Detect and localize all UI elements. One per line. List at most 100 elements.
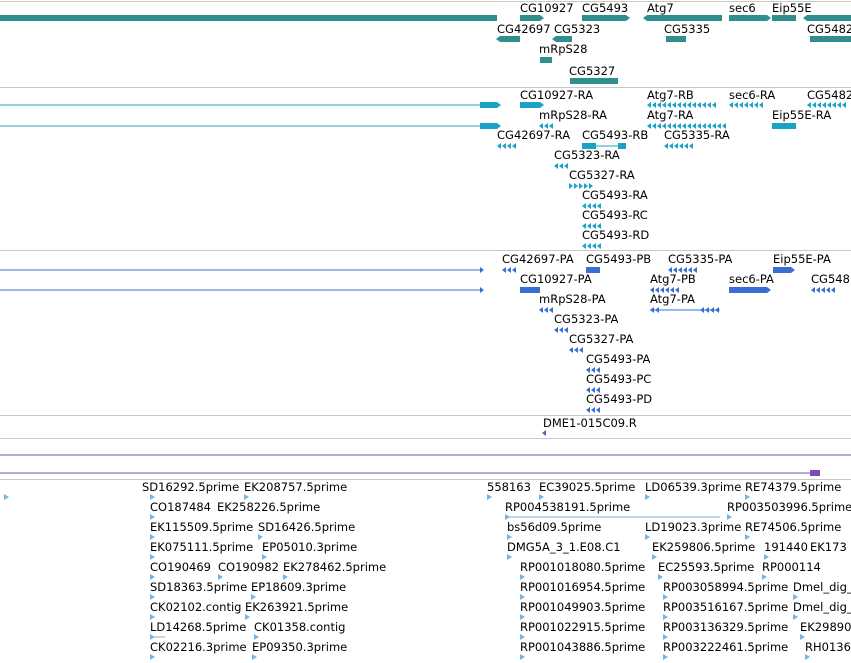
gene-label[interactable]: sec6 [729,1,756,15]
est-glyph[interactable] [645,534,650,540]
probe-label[interactable]: DME1-015C09.R [543,416,637,430]
gene-label[interactable]: CG42697 [497,22,551,36]
transcript-label[interactable]: CG5493-RA [582,188,648,202]
est-label[interactable]: EP18609.3prime [251,580,347,594]
est-label[interactable]: CO190982 [218,560,279,574]
translation-exon-arrow[interactable] [791,267,795,273]
translation-arrow[interactable] [693,267,697,273]
transcript-label[interactable]: CG5327-RA [569,168,635,182]
gene-glyph-arrow[interactable] [496,36,500,42]
transcript-arrow[interactable] [657,123,661,129]
est-label[interactable]: LD14268.5prime [150,620,247,634]
translation-label[interactable]: CG5327-PA [569,332,634,346]
transcript-arrow[interactable] [652,123,656,129]
transcript-arrow[interactable] [507,143,511,149]
est-glyph[interactable] [150,614,155,620]
est-label[interactable]: 558163 [487,480,531,494]
est-label[interactable]: LD19023.3prime [645,520,742,534]
translation-arrow[interactable] [596,367,600,373]
transcript-exon[interactable] [772,123,796,129]
translation-arrow[interactable] [700,307,704,313]
gene-label[interactable]: mRpS28 [539,42,588,56]
translation-arrow[interactable] [596,387,600,393]
translation-exon[interactable] [586,267,600,273]
est-label[interactable]: CK02102.contig [150,600,242,614]
est-label[interactable]: RP003058994.5prime [663,580,789,594]
transcript-exon-arrow[interactable] [497,102,501,108]
transcript-arrow[interactable] [592,223,596,229]
transcript-arrow[interactable] [592,203,596,209]
transcript-exon[interactable] [520,102,540,108]
transcript-arrow[interactable] [597,203,601,209]
transcript-arrow[interactable] [589,183,593,189]
est-label[interactable]: EP09350.3prime [252,640,348,654]
translation-exon[interactable] [520,287,540,293]
transcript-arrow[interactable] [734,102,738,108]
transcript-arrow[interactable] [827,102,831,108]
translation-label[interactable]: Atg7-PA [650,292,696,306]
translation-arrow[interactable] [705,307,709,313]
translation-arrow[interactable] [655,287,659,293]
est-glyph[interactable] [793,594,798,600]
translation-label[interactable]: CG548 [811,272,850,286]
translation-arrow[interactable] [821,287,825,293]
transcript-exon[interactable] [480,123,497,129]
transcript-exon-arrow[interactable] [497,123,501,129]
gene-label[interactable]: CG10927 [520,1,574,15]
est-label[interactable]: bs56d09.5prime [507,520,602,534]
translation-label[interactable]: CG42697-PA [502,252,574,266]
transcript-arrow[interactable] [597,243,601,249]
transcript-arrow[interactable] [687,102,691,108]
translation-arrow[interactable] [683,267,687,273]
translation-exon[interactable] [729,287,767,293]
est-label[interactable]: RP001022915.5prime [520,620,646,634]
est-label[interactable]: RE74379.5prime [745,480,842,494]
translation-label[interactable]: CG5493-PA [586,352,651,366]
translation-arrow[interactable] [507,267,511,273]
est-glyph[interactable] [258,534,263,540]
translation-arrow[interactable] [554,327,558,333]
est-label[interactable]: EC25593.5prime [658,560,755,574]
translation-arrow[interactable] [559,327,563,333]
translation-arrow[interactable] [650,287,654,293]
translation-arrow[interactable] [596,407,600,413]
transcript-arrow[interactable] [707,123,711,129]
transcript-label[interactable]: Eip55E-RA [772,108,832,122]
est-label[interactable]: Dmel_dig_ [793,580,851,594]
translation-arrow[interactable] [675,287,679,293]
est-label[interactable]: RP003516167.5prime [663,600,789,614]
transcript-arrow[interactable] [579,183,583,189]
est-label[interactable]: SD18363.5prime [150,580,248,594]
gene-glyph[interactable] [570,78,618,84]
est-label[interactable]: EK278462.5prime [283,560,387,574]
transcript-arrow[interactable] [512,143,516,149]
translation-arrow[interactable] [650,307,654,313]
est-glyph[interactable] [727,514,732,520]
transcript-arrow[interactable] [647,102,651,108]
est-label[interactable]: 191440 [764,540,808,554]
transcript-arrow[interactable] [822,102,826,108]
transcript-label[interactable]: mRpS28-RA [539,108,607,122]
transcript-exon[interactable] [480,102,497,108]
translation-arrow[interactable] [586,407,590,413]
est-glyph[interactable] [663,634,668,640]
transcript-arrow[interactable] [584,183,588,189]
translation-arrow[interactable] [579,347,583,353]
translation-label[interactable]: Eip55E-PA [773,252,831,266]
est-label[interactable]: RP001049903.5prime [520,600,646,614]
transcript-arrow[interactable] [832,102,836,108]
transcript-arrow[interactable] [684,143,688,149]
est-glyph[interactable] [745,534,750,540]
est-label[interactable]: RP004538191.5prime [505,500,631,514]
transcript-arrow[interactable] [837,102,841,108]
est-label[interactable]: CO187484 [150,500,211,514]
transcript-arrow[interactable] [672,102,676,108]
est-label[interactable]: SD16426.5prime [258,520,356,534]
transcript-arrow[interactable] [712,123,716,129]
est-label[interactable]: LD06539.3prime [645,480,742,494]
transcript-label[interactable]: CG5323-RA [554,148,620,162]
est-glyph[interactable] [283,574,288,580]
translation-arrow[interactable] [678,267,682,273]
est-label[interactable]: RP000114 [762,560,821,574]
est-glyph[interactable] [764,554,769,560]
